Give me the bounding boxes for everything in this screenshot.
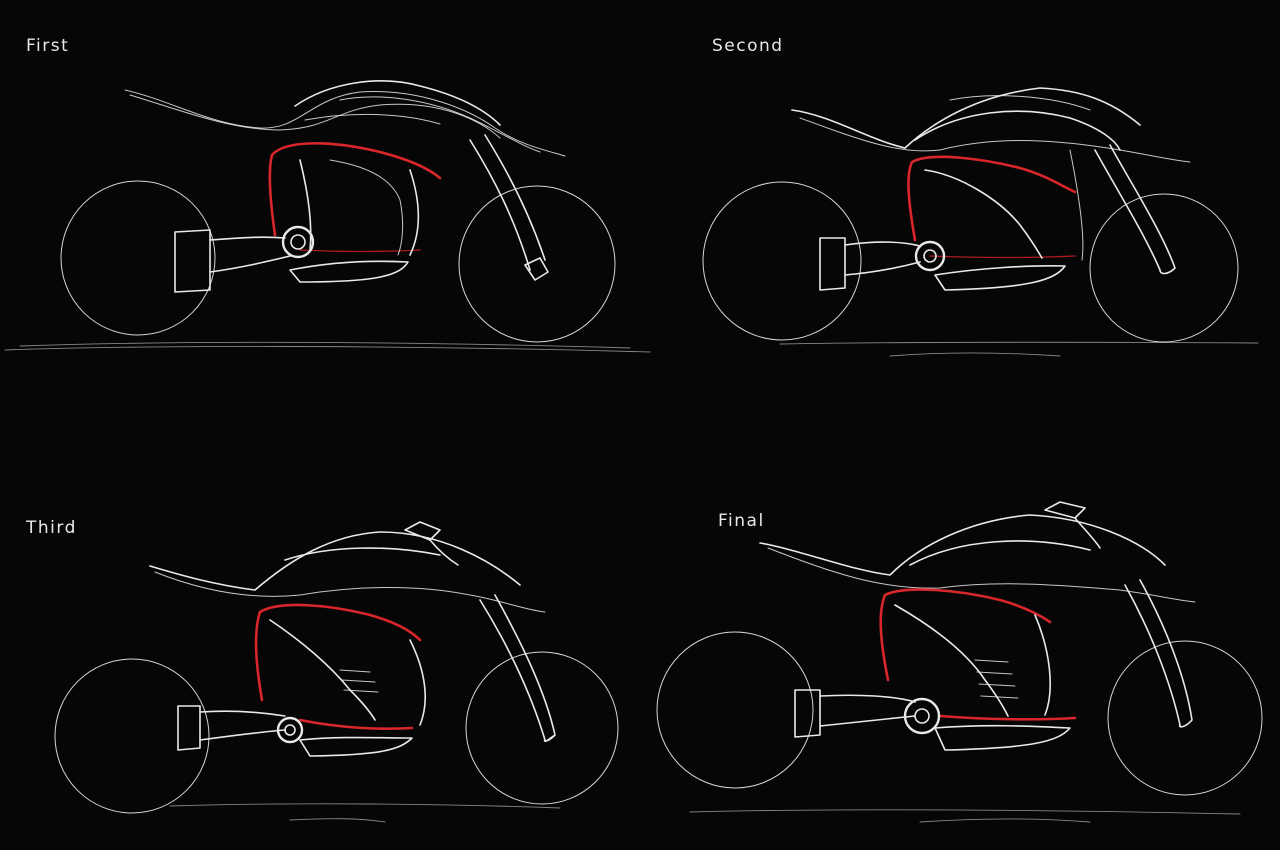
panel-label-final: Final (718, 511, 765, 531)
panel-label-third: Third (26, 518, 77, 538)
panel-label-second: Second (712, 36, 784, 56)
panel-label-first: First (26, 36, 70, 56)
